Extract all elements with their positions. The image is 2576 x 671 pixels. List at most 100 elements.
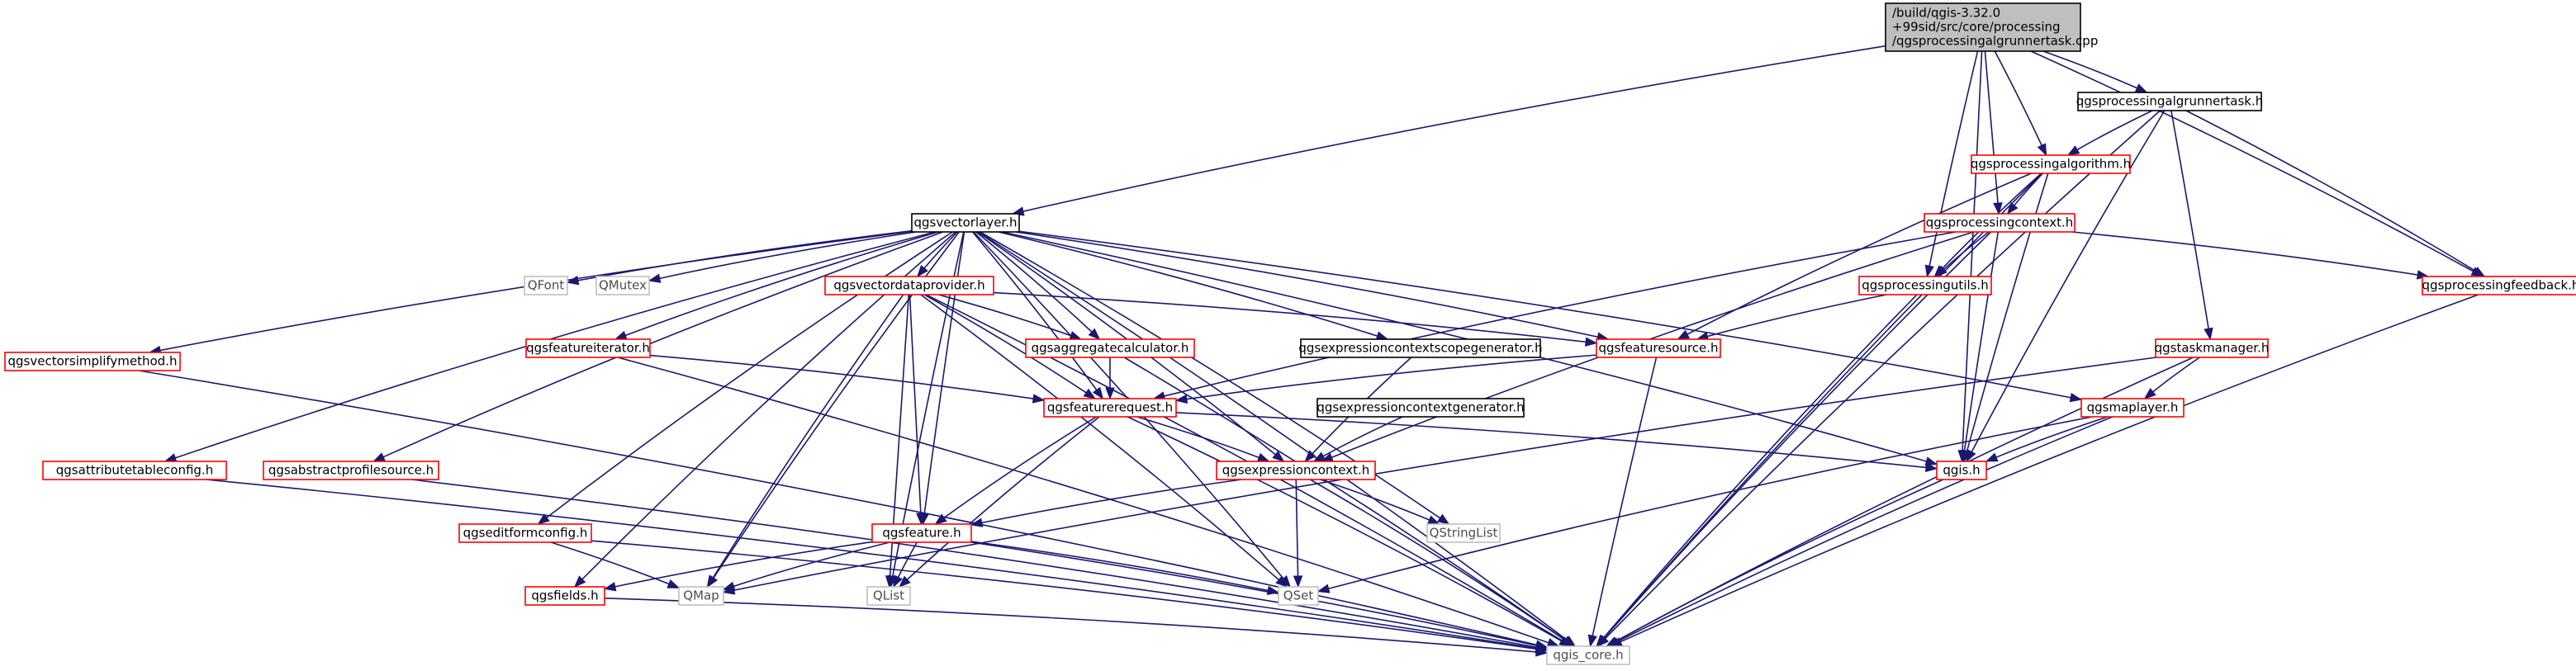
node-box (263, 461, 439, 480)
node-box (1858, 276, 1992, 295)
node-label: qgsexpressioncontextgenerator.h (1316, 400, 1524, 415)
node-box (2077, 92, 2262, 111)
edge-exprctx-to-qgiscore (1309, 479, 1575, 647)
node-box (1043, 398, 1177, 418)
edge-featreq-to-feature (934, 416, 1097, 525)
edge-algrunner-to-taskmgr (2170, 110, 2213, 341)
node-fields[interactable]: qgsfields.h (524, 586, 605, 606)
edge-proccontext-to-procfeedback (2071, 231, 2430, 280)
edge-featiter-to-featreq (649, 354, 1046, 404)
node-vectorlayer[interactable]: qgsvectorlayer.h (911, 213, 1020, 233)
node-vdp[interactable]: qgsvectordataprovider.h (824, 276, 994, 295)
edges-layer (138, 45, 2486, 657)
edge-exprctx-to-qset (1293, 479, 1303, 588)
node-label: qgsfeature.h (882, 526, 961, 541)
node-box (824, 276, 994, 295)
node-label: qgsprocessingfeedback.h (2422, 278, 2576, 293)
edge-vdp-to-featsource (993, 291, 1598, 347)
node-taskmgr[interactable]: qgstaskmanager.h (2155, 338, 2270, 358)
node-box (1885, 2, 2081, 52)
node-label: QMutex (599, 278, 647, 293)
edge-vectorlayer-to-qmutex (648, 231, 917, 283)
node-featsource[interactable]: qgsfeaturesource.h (1596, 338, 1721, 358)
edge-procalg-to-qgiscore (1596, 172, 2043, 648)
edge-root-to-algrunner (2042, 50, 2148, 93)
node-label: QMap (683, 588, 719, 603)
node-aggcalc[interactable]: qgsaggregatecalculator.h (1025, 338, 1195, 358)
node-feature[interactable]: qgsfeature.h (871, 523, 972, 543)
edge-algrunner-to-procalg (2066, 110, 2153, 156)
node-box (871, 523, 972, 543)
edge-vectorlayer-to-editform (537, 231, 953, 525)
node-label: +99sid/src/core/processing (1892, 20, 2061, 35)
node-algrunner[interactable]: qgsprocessingalgrunnertask.h (2076, 92, 2264, 111)
edge-featreq-to-qlist (898, 416, 1100, 588)
node-label: qgsprocessingalgrunnertask.h (2076, 94, 2264, 109)
node-box (1596, 338, 1721, 358)
node-label: qgsfeatureiterator.h (526, 341, 650, 356)
edge-vectorlayer-to-featsource (1015, 231, 1610, 342)
node-simplify[interactable]: qgsvectorsimplifymethod.h (4, 352, 181, 371)
node-exprctx[interactable]: qgsexpressioncontext.h (1216, 461, 1376, 480)
node-exprctxgen[interactable]: qgsexpressioncontextgenerator.h (1316, 398, 1525, 418)
node-label: qgsprocessingalgorithm.h (1971, 157, 2131, 172)
node-box (42, 461, 227, 480)
node-qstringlist: QStringList (1426, 523, 1501, 543)
edge-exprctxgen-to-exprctx (1312, 416, 1403, 462)
node-label: qgsmaplayer.h (2087, 400, 2179, 415)
node-proccontext[interactable]: qgsprocessingcontext.h (1924, 213, 2076, 233)
node-label: qgsvectordataprovider.h (833, 278, 984, 293)
node-procfeedback[interactable]: qgsprocessingfeedback.h (2422, 276, 2576, 295)
node-box (525, 338, 651, 358)
node-procutils[interactable]: qgsprocessingutils.h (1858, 276, 1992, 295)
node-attrtable[interactable]: qgsattributetableconfig.h (42, 461, 227, 480)
node-maplayer[interactable]: qgsmaplayer.h (2080, 398, 2185, 418)
node-qgiscore: qgis_core.h (1546, 645, 1630, 665)
node-featiter[interactable]: qgsfeatureiterator.h (525, 338, 651, 358)
node-label: qgsabstractprofilesource.h (268, 463, 434, 478)
node-box (1216, 461, 1376, 480)
node-box (678, 586, 724, 606)
node-qfont: QFont (524, 276, 568, 295)
edge-root-to-proccontext (1984, 50, 2003, 215)
edge-proccontext-to-procutils (1934, 231, 1990, 277)
node-qgish[interactable]: qgis.h (1936, 461, 1987, 480)
node-label: qgsfeaturesource.h (1598, 341, 1718, 356)
node-box (2080, 398, 2185, 418)
node-label: qgsfields.h (531, 588, 598, 603)
node-label: qgis_core.h (1553, 648, 1623, 664)
node-procalg[interactable]: qgsprocessingalgorithm.h (1971, 154, 2131, 174)
node-editform[interactable]: qgseditformconfig.h (458, 523, 592, 543)
node-qlist: QList (866, 586, 911, 606)
node-root[interactable]: /build/qgis-3.32.0+99sid/src/core/proces… (1885, 2, 2098, 52)
edge-featreq-to-qgish (1175, 412, 1938, 473)
edge-vdp-to-qset (920, 294, 1288, 588)
node-box (458, 523, 592, 543)
node-label: QStringList (1430, 526, 1498, 541)
node-label: qgsexpressioncontextscopegenerator.h (1298, 341, 1542, 356)
node-exprscopegen[interactable]: qgsexpressioncontextscopegenerator.h (1298, 338, 1543, 358)
edge-root-to-qgish (1957, 50, 1983, 463)
edge-attrtable-to-qgiscore (206, 479, 1549, 654)
node-label: qgsattributetableconfig.h (56, 463, 213, 478)
node-box (1316, 398, 1525, 418)
node-absprofile[interactable]: qgsabstractprofilesource.h (263, 461, 439, 480)
edge-absprofile-to-qgiscore (411, 479, 1549, 652)
node-label: QFont (528, 278, 565, 293)
edge-qgish-to-qgiscore (1605, 479, 1944, 647)
node-label: QList (873, 588, 904, 603)
node-box (866, 586, 911, 606)
node-box (1025, 338, 1195, 358)
edge-vdp-to-qmap (706, 294, 904, 588)
node-box (1936, 461, 1987, 480)
edge-aggcalc-to-featreq (1105, 357, 1115, 400)
edge-feature-to-qmap (722, 541, 890, 591)
edge-proccontext-to-featreq (1152, 231, 1957, 401)
node-label: qgsvectorlayer.h (914, 215, 1018, 230)
node-label: qgsfeaturerequest.h (1047, 400, 1173, 415)
edge-root-to-procutils (1924, 50, 1979, 278)
node-label: qgsexpressioncontext.h (1222, 463, 1370, 478)
edge-root-to-procalg (1994, 50, 2047, 157)
node-box (524, 586, 605, 606)
node-featreq[interactable]: qgsfeaturerequest.h (1043, 398, 1177, 418)
